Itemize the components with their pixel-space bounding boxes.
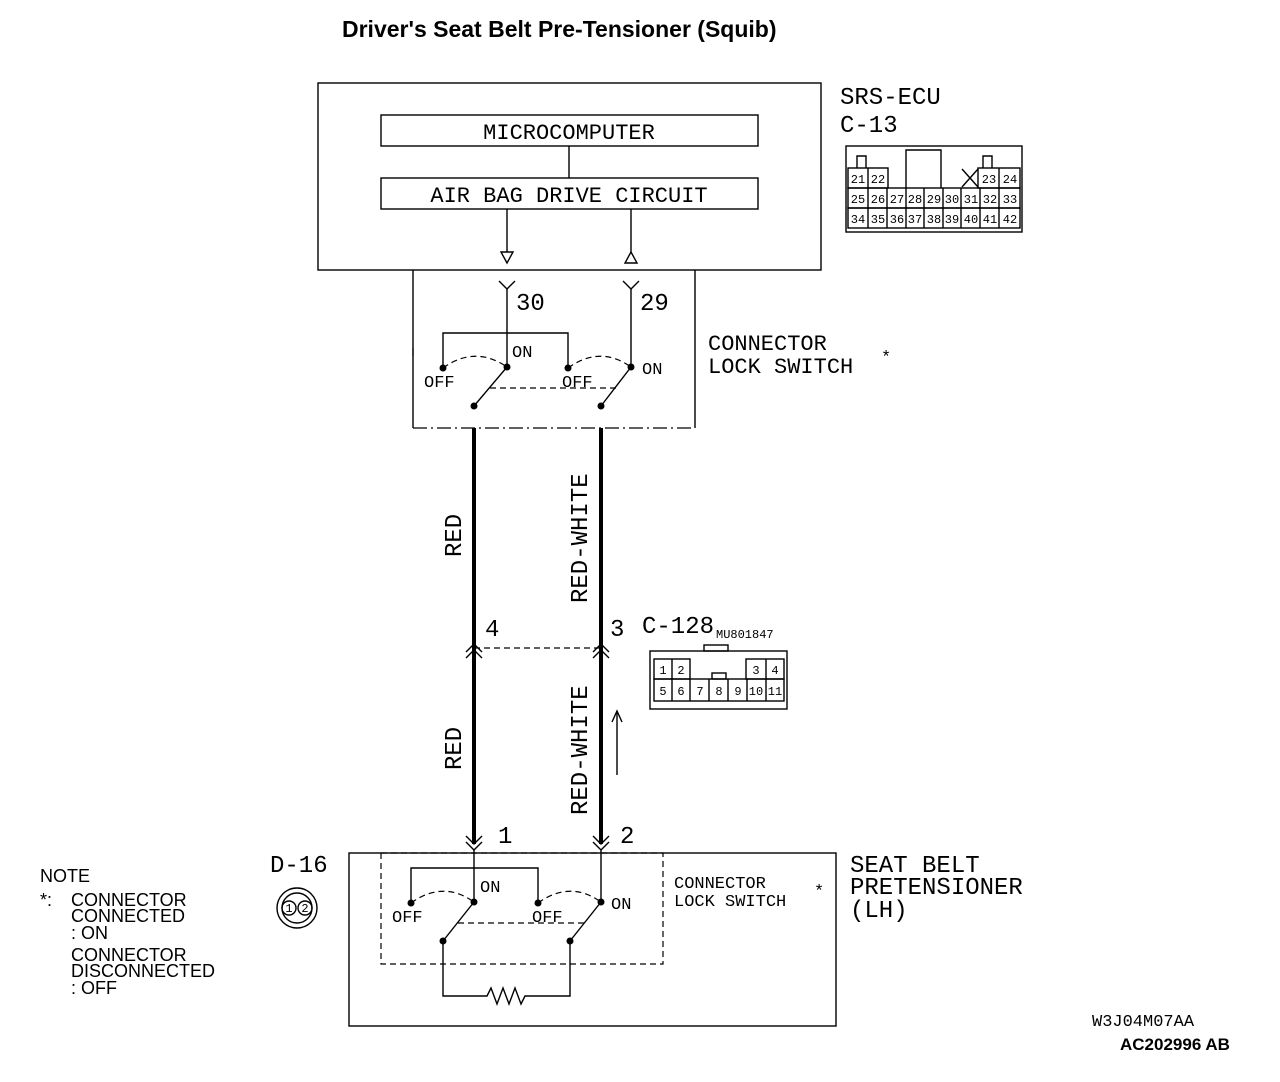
note-line-3: : ON	[71, 923, 108, 943]
c13-pin-30: 30	[945, 193, 959, 207]
ecu-lock-switch-asterisk: *	[881, 349, 891, 368]
pretensioner-lock-switch-title-1: CONNECTOR	[674, 875, 766, 894]
c13-pin-37: 37	[908, 213, 922, 227]
c13-pin-22: 22	[871, 173, 885, 187]
c13-pin-34: 34	[851, 213, 865, 227]
pretensioner-lock-switch-boundary	[380, 852, 664, 965]
c13-pin-24: 24	[1003, 173, 1017, 187]
c128-pin-11: 11	[768, 685, 782, 699]
c13-pin-21: 21	[851, 173, 865, 187]
note-line-5: DISCONNECTED	[71, 961, 215, 981]
pretensioner-block: ON OFF OFF ON CONNECTOR LOCK SWITCH *	[348, 850, 837, 1027]
note-marker: *:	[40, 890, 52, 910]
ecu-lock-switch-title-1: CONNECTOR	[708, 332, 827, 357]
note-line-4: CONNECTOR	[71, 945, 187, 965]
drive-circuit-box	[380, 177, 759, 210]
pretensioner-switch-on-label-right: ON	[611, 896, 631, 915]
c13-pin-23: 23	[982, 173, 996, 187]
output-arrow-icon	[499, 251, 515, 265]
junction-part-number: MU801847	[716, 628, 774, 642]
pretensioner-switch-on-label: ON	[480, 879, 500, 898]
d16-pin-2: 2	[301, 902, 308, 916]
ecu-switch-on-label: ON	[512, 344, 532, 363]
c13-pin-28: 28	[908, 193, 922, 207]
srs-ecu-connector-id: C-13	[840, 113, 898, 140]
pretensioner-switch-off-label-right: OFF	[532, 909, 563, 928]
drawing-code: W3J04M07AA	[1092, 1013, 1195, 1032]
c13-pin-42: 42	[1003, 213, 1017, 227]
ecu-lock-switch-area: 30 29 ON OFF OFF ON	[412, 270, 696, 429]
wire-color-red-lower: RED	[442, 727, 469, 770]
ecu-switch-off-label-left: OFF	[424, 374, 455, 393]
c128-pin-7: 7	[696, 685, 703, 699]
c128-pin-6: 6	[677, 685, 684, 699]
c128-pin-1: 1	[659, 664, 666, 678]
srs-ecu-block: MICROCOMPUTER AIR BAG DRIVE CIRCUIT	[317, 82, 822, 271]
note-line-6: : OFF	[71, 978, 117, 998]
c128-pin-10: 10	[749, 685, 763, 699]
wire-color-red-white-lower: RED-WHITE	[568, 685, 595, 815]
note-line-1: CONNECTOR	[71, 890, 187, 910]
c13-pin-36: 36	[890, 213, 904, 227]
junction-pin-4-label: 4	[485, 617, 499, 644]
pretensioner-lock-switch-title-2: LOCK SWITCH	[674, 893, 786, 912]
c13-connector-face: 21 22 23 24 25 26 27 28 29 30 31 32 33 3…	[845, 145, 1023, 233]
c128-pin-3: 3	[752, 664, 759, 678]
pretensioner-title-2: PRETENSIONER	[850, 875, 1023, 902]
c13-pin-35: 35	[871, 213, 885, 227]
wire-color-red-white-upper: RED-WHITE	[568, 473, 595, 603]
c128-pin-5: 5	[659, 685, 666, 699]
ecu-switch-on-label-right: ON	[642, 361, 662, 380]
pretensioner-switch-off-label-left: OFF	[392, 909, 423, 928]
ecu-switch-off-label-right: OFF	[562, 374, 593, 393]
note-block: NOTE *: CONNECTOR CONNECTED : ON CONNECT…	[40, 866, 215, 998]
c13-pin-32: 32	[983, 193, 997, 207]
microcomputer-label: MICROCOMPUTER	[483, 121, 655, 146]
pretensioner-connector-id: D-16	[270, 853, 328, 880]
ecu-lock-switch-title-2: LOCK SWITCH	[708, 355, 853, 380]
pretensioner-title-1: SEAT BELT	[850, 853, 980, 880]
c128-pin-4: 4	[771, 664, 778, 678]
squib-resistor-icon	[442, 941, 571, 1006]
diagram-title: Driver's Seat Belt Pre-Tensioner (Squib)	[342, 16, 776, 42]
ecu-pin-30-label: 30	[516, 291, 545, 318]
c13-pin-26: 26	[871, 193, 885, 207]
pretensioner-title-3: (LH)	[850, 898, 908, 925]
pretensioner-pin-2-label: 2	[620, 824, 634, 851]
wire-color-red-upper: RED	[442, 514, 469, 557]
c128-connector-face: 1 2 3 4 5 6 7 8 9 10 11	[649, 644, 788, 710]
c13-pin-38: 38	[927, 213, 941, 227]
c13-pin-31: 31	[964, 193, 978, 207]
srs-ecu-box	[317, 82, 822, 271]
note-line-2: CONNECTED	[71, 906, 185, 926]
c13-pin-29: 29	[927, 193, 941, 207]
c13-pin-40: 40	[964, 213, 978, 227]
drive-circuit-label: AIR BAG DRIVE CIRCUIT	[430, 184, 707, 209]
junction-connector-id: C-128	[642, 614, 714, 641]
c128-pin-8: 8	[715, 685, 722, 699]
c13-pin-27: 27	[890, 193, 904, 207]
c13-pin-39: 39	[945, 213, 959, 227]
pretensioner-pin-1-label: 1	[498, 824, 512, 851]
input-arrow-icon	[623, 250, 639, 264]
c13-pin-33: 33	[1003, 193, 1017, 207]
figure-code: AC202996 AB	[1120, 1035, 1230, 1054]
c128-pin-2: 2	[677, 664, 684, 678]
c13-pin-41: 41	[983, 213, 997, 227]
d16-pin-1: 1	[285, 902, 292, 916]
note-heading: NOTE	[40, 866, 90, 886]
junction-pin-3-label: 3	[610, 617, 624, 644]
srs-ecu-name: SRS-ECU	[840, 85, 941, 112]
ecu-pin-29-label: 29	[640, 291, 669, 318]
pretensioner-lock-switch-asterisk: *	[814, 883, 824, 902]
c13-pin-25: 25	[851, 193, 865, 207]
d16-connector-face: 1 2	[276, 887, 318, 929]
c128-pin-9: 9	[734, 685, 741, 699]
